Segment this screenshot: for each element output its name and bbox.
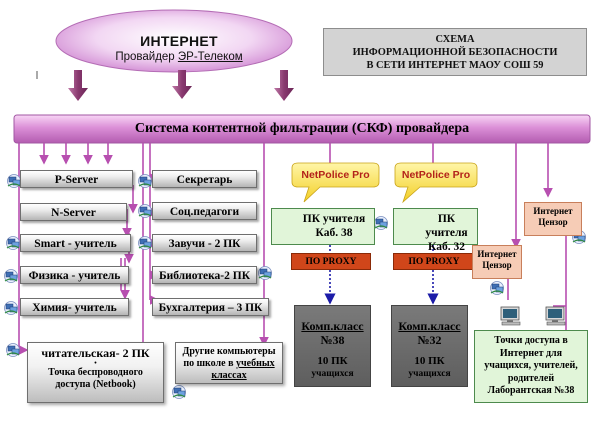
netpolice-label: NetPolice Pro bbox=[401, 169, 471, 181]
computer-class-32: Комп.класс №32 10 ПК учащихся bbox=[391, 305, 468, 387]
provider-link[interactable]: ЭР-Телеком bbox=[177, 51, 243, 63]
proxy-connectors bbox=[324, 245, 439, 305]
physics-teacher-node: Физика - учитель bbox=[20, 266, 129, 284]
teacher-pc-32: ПК учителя Каб. 32 bbox=[393, 208, 478, 253]
reading-room-node: читательская- 2 ПК • Точка беспроводного… bbox=[27, 342, 164, 403]
p-server-node: P-Server bbox=[20, 170, 133, 188]
network-icon bbox=[3, 300, 19, 316]
provider-label: Провайдер ЭР-Телеком bbox=[115, 51, 243, 63]
computer-class-38: Комп.класс №38 10 ПК учащихся bbox=[294, 305, 371, 387]
scheme-title: СХЕМА ИНФОРМАЦИОННОЙ БЕЗОПАСНОСТИ В СЕТИ… bbox=[323, 28, 587, 76]
internet-cloud bbox=[55, 9, 293, 73]
computer-icon bbox=[545, 306, 566, 326]
network-icon bbox=[6, 173, 22, 189]
secretary-node: Секретарь bbox=[152, 170, 257, 188]
internet-censor-node: Интернет Цензор bbox=[524, 202, 582, 236]
library-node: Библиотека-2 ПК bbox=[152, 266, 257, 284]
n-server-node: N-Server bbox=[20, 203, 127, 221]
accounting-node: Бухгалтерия – 3 ПК bbox=[152, 298, 269, 316]
smart-teacher-node: Smart - учитель bbox=[20, 234, 131, 252]
network-icon bbox=[3, 268, 19, 284]
netpolice-callouts bbox=[291, 162, 478, 204]
proxy-software: ПО PROXY bbox=[291, 253, 371, 270]
network-icon bbox=[137, 235, 153, 251]
network-icon bbox=[373, 215, 389, 231]
internet-title: ИНТЕРНЕТ bbox=[140, 33, 218, 49]
network-icon bbox=[5, 342, 21, 358]
network-icon bbox=[489, 280, 505, 296]
other-computers-node: Другие компьютеры по школе в учебных кла… bbox=[175, 342, 283, 384]
netpolice-label: NetPolice Pro bbox=[301, 169, 370, 181]
network-icon bbox=[257, 265, 273, 281]
skf-label: Система контентной фильтрации (СКФ) пров… bbox=[134, 121, 470, 136]
skf-pipe bbox=[13, 114, 591, 144]
internet-censor-node: Интернет Цензор bbox=[472, 245, 522, 279]
network-icon bbox=[5, 235, 21, 251]
cloud-arrows bbox=[68, 70, 294, 101]
access-points-node: Точки доступа в Интернет для учащихся, у… bbox=[474, 330, 588, 403]
chemistry-teacher-node: Химия- учитель bbox=[20, 298, 129, 316]
computer-icon bbox=[500, 306, 521, 326]
social-teacher-node: Соц.педагоги bbox=[152, 202, 257, 220]
network-icon bbox=[137, 203, 153, 219]
proxy-software: ПО PROXY bbox=[393, 253, 475, 270]
head-teachers-node: Завучи - 2 ПК bbox=[152, 234, 257, 252]
network-icon bbox=[171, 384, 187, 400]
network-icon bbox=[137, 173, 153, 189]
teacher-pc-38: ПК учителя Каб. 38 bbox=[271, 208, 375, 245]
